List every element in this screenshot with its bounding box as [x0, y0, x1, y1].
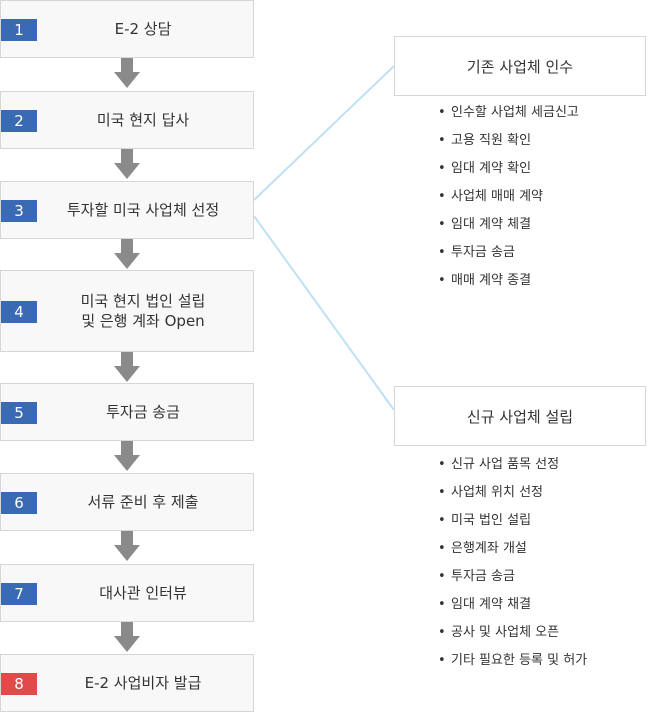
step-number-badge: 2 [1, 110, 37, 132]
list-item: •매매 계약 종결 [438, 267, 579, 295]
step-4: 4 미국 현지 법인 설립 및 은행 계좌 Open [0, 270, 254, 352]
bullet-icon: • [438, 189, 446, 204]
step-8: 8 E-2 사업비자 발급 [0, 654, 254, 712]
down-arrow-icon [114, 58, 140, 88]
list-item: •임대 계약 체결 [438, 211, 579, 239]
bullet-icon: • [438, 569, 446, 584]
list-item: •신규 사업 품목 선정 [438, 451, 587, 479]
connector-new-business [253, 215, 395, 411]
bullet-icon: • [438, 245, 446, 260]
bullet-icon: • [438, 457, 446, 472]
step-label: 투자할 미국 사업체 선정 [66, 201, 220, 219]
list-item: •사업체 위치 선정 [438, 479, 587, 507]
step-label: 미국 현지 법인 설립 및 은행 계좌 Open [80, 292, 206, 330]
new-business-checklist: •신규 사업 품목 선정 •사업체 위치 선정 •미국 법인 설립 •은행계좌 … [438, 451, 587, 675]
step-5: 5 투자금 송금 [0, 383, 254, 441]
step-number-badge: 8 [1, 673, 37, 695]
step-number-badge: 4 [1, 301, 37, 323]
bullet-icon: • [438, 105, 446, 120]
bullet-icon: • [438, 513, 446, 528]
step-7: 7 대사관 인터뷰 [0, 564, 254, 622]
step-number-badge: 5 [1, 402, 37, 424]
bullet-icon: • [438, 161, 446, 176]
bullet-icon: • [438, 273, 446, 288]
step-label: 서류 준비 후 제출 [87, 493, 199, 511]
step-label: 투자금 송금 [106, 403, 180, 421]
step-2: 2 미국 현지 답사 [0, 91, 254, 149]
step-number-badge: 7 [1, 583, 37, 605]
branch-existing-business: 기존 사업체 인수 [394, 36, 646, 96]
list-item: •미국 법인 설립 [438, 507, 587, 535]
step-number-badge: 1 [1, 19, 37, 41]
list-item: •사업체 매매 계약 [438, 183, 579, 211]
step-label: 미국 현지 답사 [96, 111, 190, 129]
step-number-badge: 6 [1, 492, 37, 514]
step-6: 6 서류 준비 후 제출 [0, 473, 254, 531]
list-item: •기타 필요한 등록 및 허가 [438, 647, 587, 675]
list-item: •고용 직원 확인 [438, 127, 579, 155]
bullet-icon: • [438, 653, 446, 668]
list-item: •투자금 송금 [438, 239, 579, 267]
step-label: 대사관 인터뷰 [99, 584, 187, 602]
list-item: •공사 및 사업체 오픈 [438, 619, 587, 647]
branch-title: 신규 사업체 설립 [466, 407, 574, 426]
branch-new-business: 신규 사업체 설립 [394, 386, 646, 446]
list-item: •투자금 송금 [438, 563, 587, 591]
step-label: E-2 사업비자 발급 [84, 674, 202, 692]
down-arrow-icon [114, 531, 140, 561]
step-number-badge: 3 [1, 200, 37, 222]
list-item: •인수할 사업체 세금신고 [438, 99, 579, 127]
step-label: E-2 상담 [114, 20, 172, 38]
down-arrow-icon [114, 239, 140, 269]
step-3: 3 투자할 미국 사업체 선정 [0, 181, 254, 239]
list-item: •은행계좌 개설 [438, 535, 587, 563]
down-arrow-icon [114, 352, 140, 382]
bullet-icon: • [438, 625, 446, 640]
bullet-icon: • [438, 217, 446, 232]
down-arrow-icon [114, 441, 140, 471]
connector-existing-business [253, 65, 395, 201]
down-arrow-icon [114, 149, 140, 179]
bullet-icon: • [438, 485, 446, 500]
down-arrow-icon [114, 622, 140, 652]
bullet-icon: • [438, 597, 446, 612]
list-item: •임대 계약 확인 [438, 155, 579, 183]
step-1: 1 E-2 상담 [0, 0, 254, 58]
bullet-icon: • [438, 541, 446, 556]
list-item: •임대 계약 채결 [438, 591, 587, 619]
existing-business-checklist: •인수할 사업체 세금신고 •고용 직원 확인 •임대 계약 확인 •사업체 매… [438, 99, 579, 295]
branch-title: 기존 사업체 인수 [466, 57, 574, 76]
bullet-icon: • [438, 133, 446, 148]
